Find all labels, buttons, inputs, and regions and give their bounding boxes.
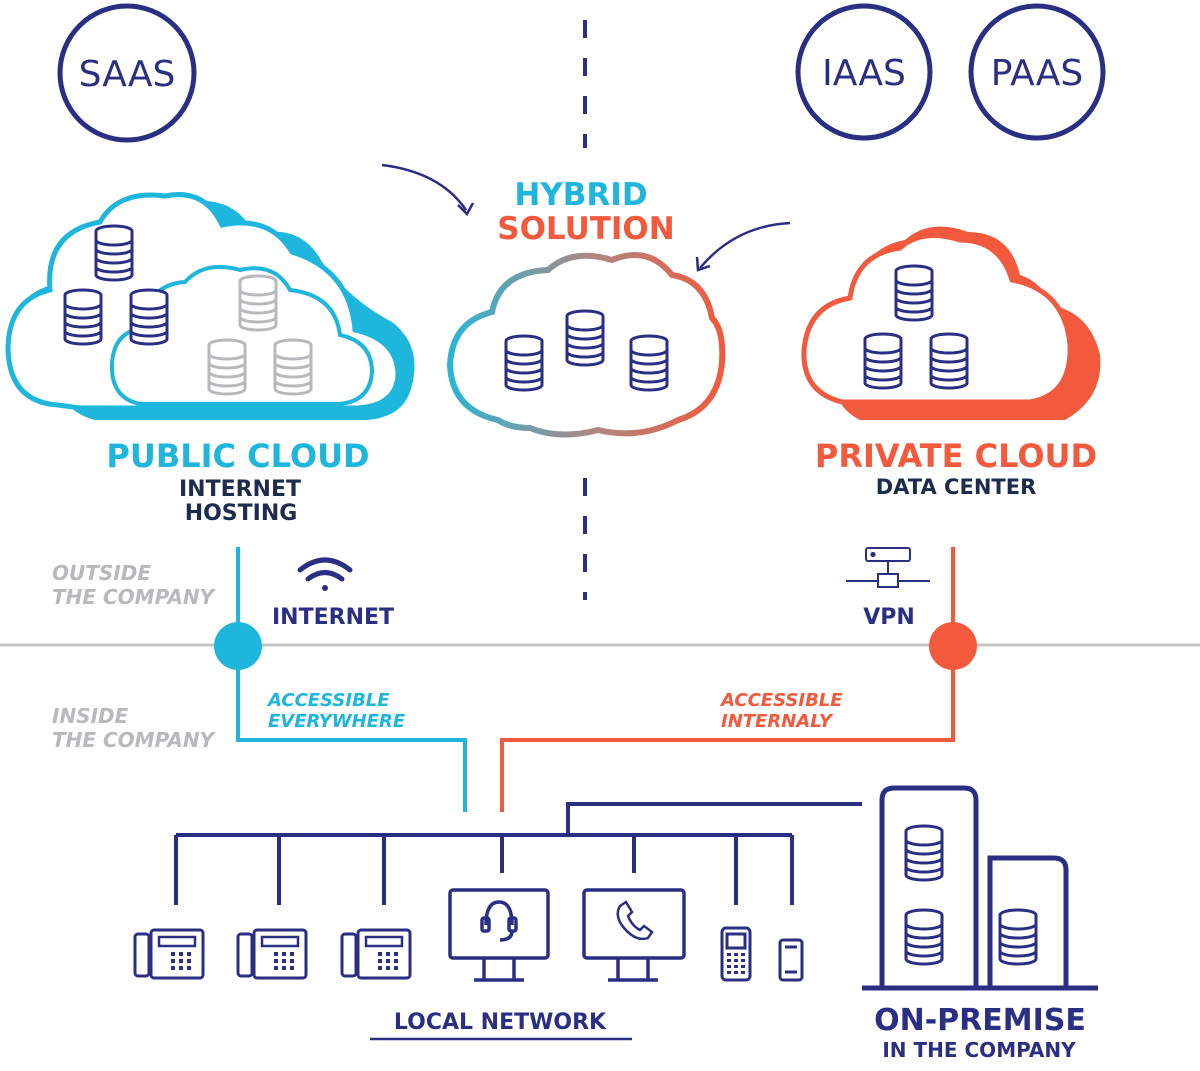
desk-phone-icon-1 <box>133 928 205 980</box>
wifi-icon <box>297 557 353 591</box>
hybrid-title-line1: HYBRID <box>514 177 647 213</box>
on-premise-title: ON-PREMISE <box>874 1003 1086 1038</box>
private-cloud <box>801 226 1101 420</box>
vpn-junction <box>929 622 977 670</box>
hybrid-title-line2: SOLUTION <box>497 211 674 247</box>
paas-badge: PAAS <box>968 3 1106 141</box>
on-premise-servers <box>862 785 1098 991</box>
internet-connection-line <box>236 547 467 812</box>
saas-label: SAAS <box>79 54 176 95</box>
desk-phone-icon-2 <box>236 928 308 980</box>
accessible-internally-1: ACCESSIBLE <box>719 690 843 711</box>
iaas-badge: IAAS <box>795 3 933 141</box>
internet-label: INTERNET <box>272 605 394 630</box>
inside-label-1: INSIDE <box>52 704 129 728</box>
vpn-icon <box>846 547 930 588</box>
outside-label-2: THE COMPANY <box>52 585 217 609</box>
support-monitor-icon <box>448 888 550 982</box>
arrow-from-public <box>381 163 475 217</box>
smartphone-icon <box>778 938 804 982</box>
accessible-everywhere-2: EVERYWHERE <box>268 711 406 732</box>
iaas-label: IAAS <box>822 53 906 94</box>
voip-monitor-icon <box>582 888 686 982</box>
inside-label-2: THE COMPANY <box>52 728 217 752</box>
vpn-label: VPN <box>863 605 915 630</box>
saas-badge: SAAS <box>57 3 197 143</box>
private-cloud-sub1: DATA CENTER <box>876 475 1036 499</box>
public-cloud-title: PUBLIC CLOUD <box>106 437 369 475</box>
desk-phone-icon-3 <box>340 928 412 980</box>
public-cloud <box>5 192 415 420</box>
internet-junction <box>214 622 262 670</box>
on-premise-sub: IN THE COMPANY <box>882 1038 1076 1062</box>
outside-label-1: OUTSIDE <box>52 561 151 585</box>
accessible-everywhere-1: ACCESSIBLE <box>266 690 390 711</box>
paas-label: PAAS <box>991 53 1084 94</box>
private-cloud-title: PRIVATE CLOUD <box>815 437 1097 475</box>
public-cloud-sub2: HOSTING <box>185 501 298 526</box>
local-network-bus <box>174 802 862 905</box>
local-network-label: LOCAL NETWORK <box>394 1010 607 1035</box>
public-cloud-sub1: INTERNET <box>179 477 301 502</box>
arrow-from-private <box>695 221 791 272</box>
accessible-internally-2: INTERNALY <box>721 711 834 732</box>
mobile-phone-icon-1 <box>720 926 752 982</box>
hybrid-cloud <box>446 252 726 438</box>
